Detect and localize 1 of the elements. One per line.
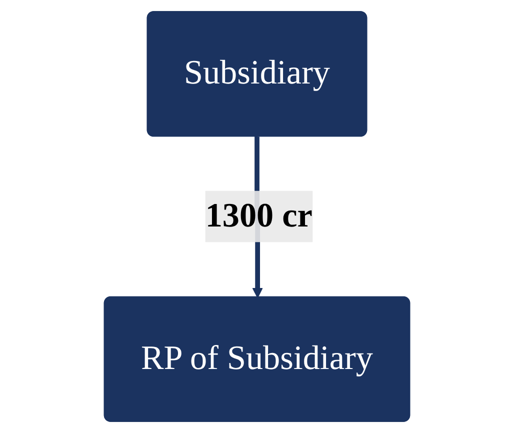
edge-label: 1300 cr <box>205 197 312 235</box>
